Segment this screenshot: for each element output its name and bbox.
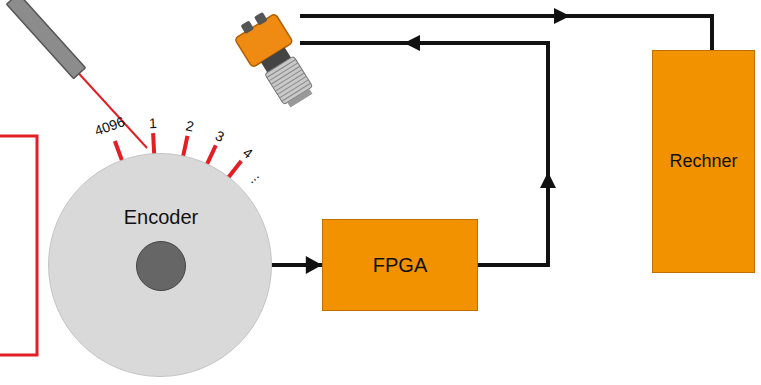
tick-number: 4096 [92, 114, 126, 138]
tick-number: 3 [214, 128, 227, 144]
laser [7, 0, 147, 148]
computer-box: Rechner [652, 50, 755, 273]
camera [230, 7, 322, 114]
tick-number: 2 [184, 118, 195, 133]
encoder-tick [153, 133, 154, 155]
node-label: Rechner [669, 151, 737, 172]
tick-number: 4 [240, 145, 255, 161]
encoder-tick [206, 145, 215, 165]
encoder-hub [136, 241, 186, 291]
encoder-tick [228, 161, 242, 178]
tick-number: 1 [148, 116, 157, 130]
encoder-disc: Encoder [48, 153, 272, 377]
ellipsis-mark: ... [249, 174, 267, 192]
wire-arrowheads [404, 8, 570, 188]
frame-bracket [0, 136, 37, 355]
encoder-tick [183, 136, 188, 158]
fpga-box: FPGA [322, 219, 478, 311]
node-label: Encoder [49, 206, 273, 229]
node-label: FPGA [373, 254, 427, 277]
encoder-tick [115, 141, 123, 162]
